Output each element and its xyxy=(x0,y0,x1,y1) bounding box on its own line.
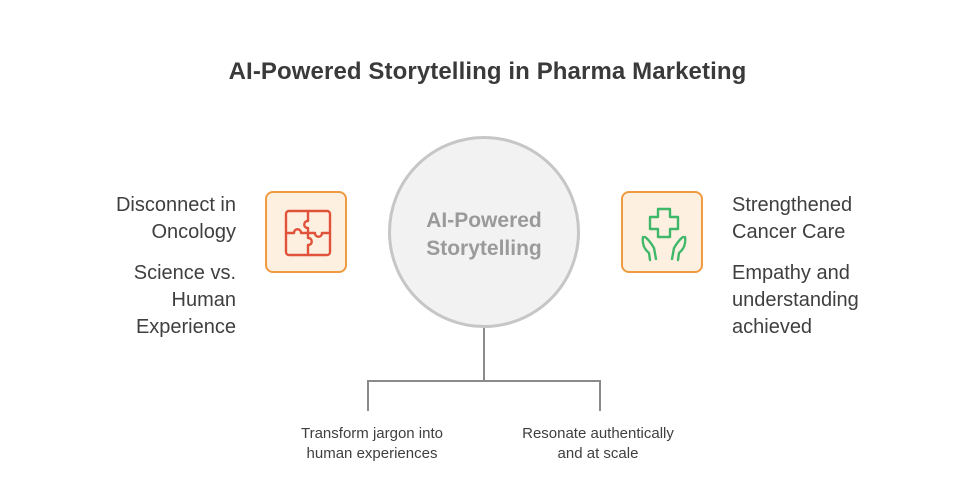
medical-cross-hands-icon xyxy=(641,207,687,262)
branch-line: and at scale xyxy=(557,445,639,462)
left-heading-line: Disconnect in xyxy=(115,194,236,216)
right-heading-line: Cancer Care xyxy=(732,221,846,243)
branch-line: Resonate authentically xyxy=(522,425,674,442)
left-detail-line: Science vs. xyxy=(133,262,236,284)
left-heading: Disconnect in Oncology xyxy=(116,192,236,246)
branch-transform: Transform jargon into human experiences xyxy=(252,424,492,464)
right-icon-box xyxy=(621,191,703,273)
right-detail-line: achieved xyxy=(732,316,813,338)
branch-resonate: Resonate authentically and at scale xyxy=(478,424,718,464)
left-heading-line: Oncology xyxy=(151,221,237,243)
puzzle-icon xyxy=(284,209,332,257)
branch-line: Transform jargon into xyxy=(300,425,443,442)
branch-line: human experiences xyxy=(306,445,438,462)
left-detail-line: Human xyxy=(171,289,236,311)
center-label-line: Storytelling xyxy=(426,237,542,260)
right-detail-line: understanding xyxy=(732,289,859,311)
center-label: AI-Powered Storytelling xyxy=(391,207,577,263)
right-detail: Empathy and understanding achieved xyxy=(732,260,859,341)
center-label-line: AI-Powered xyxy=(426,209,542,232)
left-detail-line: Experience xyxy=(135,316,236,338)
left-icon-box xyxy=(265,191,347,273)
right-heading: Strengthened Cancer Care xyxy=(732,192,852,246)
left-detail: Science vs. Human Experience xyxy=(134,260,236,341)
center-node: AI-Powered Storytelling xyxy=(388,136,580,328)
right-detail-line: Empathy and xyxy=(732,262,850,284)
page-title: AI-Powered Storytelling in Pharma Market… xyxy=(228,58,747,85)
right-heading-line: Strengthened xyxy=(732,194,853,216)
